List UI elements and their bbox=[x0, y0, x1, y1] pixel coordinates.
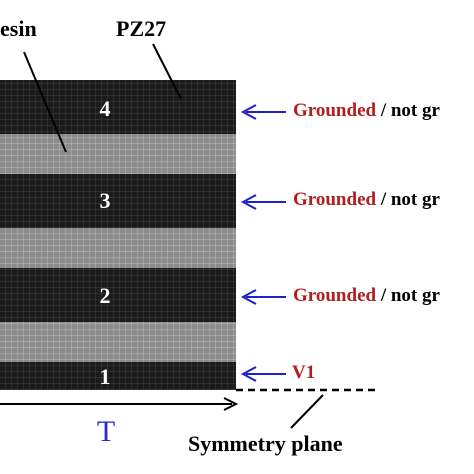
layer-number-4: 4 bbox=[100, 96, 111, 121]
symmetry-plane-label: Symmetry plane bbox=[188, 431, 343, 456]
grounded-text: Grounded bbox=[293, 285, 377, 306]
arrow-head-icon bbox=[240, 366, 257, 382]
resin-leader-line bbox=[23, 51, 67, 153]
v1-label: V1 bbox=[292, 362, 315, 383]
t-arrow-head-icon bbox=[223, 397, 239, 411]
resin-layer-middle bbox=[0, 228, 236, 268]
pz27-layer-2 bbox=[0, 268, 236, 322]
symmetry-plane-leader-line bbox=[290, 394, 324, 429]
not-grounded-text: / not gr bbox=[376, 189, 440, 210]
resin-label: esin bbox=[0, 16, 37, 41]
pz27-layer-3 bbox=[0, 174, 236, 228]
svg-text:Grounded / not gr: Grounded / not gr bbox=[293, 285, 441, 306]
arrow-head-icon bbox=[240, 289, 257, 305]
arrow-head-icon bbox=[240, 194, 257, 210]
t-label: T bbox=[97, 415, 115, 448]
pz27-layer-1 bbox=[0, 362, 236, 390]
arrow-head-icon bbox=[240, 104, 257, 120]
not-grounded-text: / not gr bbox=[376, 285, 440, 306]
layer-stack bbox=[0, 80, 236, 390]
svg-text:Grounded / not gr: Grounded / not gr bbox=[293, 189, 441, 210]
layer-number-2: 2 bbox=[100, 283, 111, 308]
svg-text:Grounded / not gr: Grounded / not gr bbox=[293, 100, 441, 121]
layer-number-1: 1 bbox=[100, 364, 111, 389]
v1-annotation: V1 bbox=[240, 362, 315, 383]
pz27-layer-4 bbox=[0, 80, 236, 134]
grounded-text: Grounded bbox=[293, 189, 377, 210]
resin-layer-top bbox=[0, 134, 236, 174]
pz27-leader-line bbox=[152, 43, 182, 100]
grounded-text: Grounded bbox=[293, 100, 377, 121]
layer-number-3: 3 bbox=[100, 188, 111, 213]
not-grounded-text: / not gr bbox=[376, 100, 440, 121]
pz27-label: PZ27 bbox=[116, 16, 166, 41]
electrode-annotation-2: Grounded / not gr bbox=[240, 285, 441, 306]
resin-layer-bottom bbox=[0, 322, 236, 362]
electrode-annotation-3: Grounded / not gr bbox=[240, 189, 441, 210]
electrode-annotation-4: Grounded / not gr bbox=[240, 100, 441, 121]
